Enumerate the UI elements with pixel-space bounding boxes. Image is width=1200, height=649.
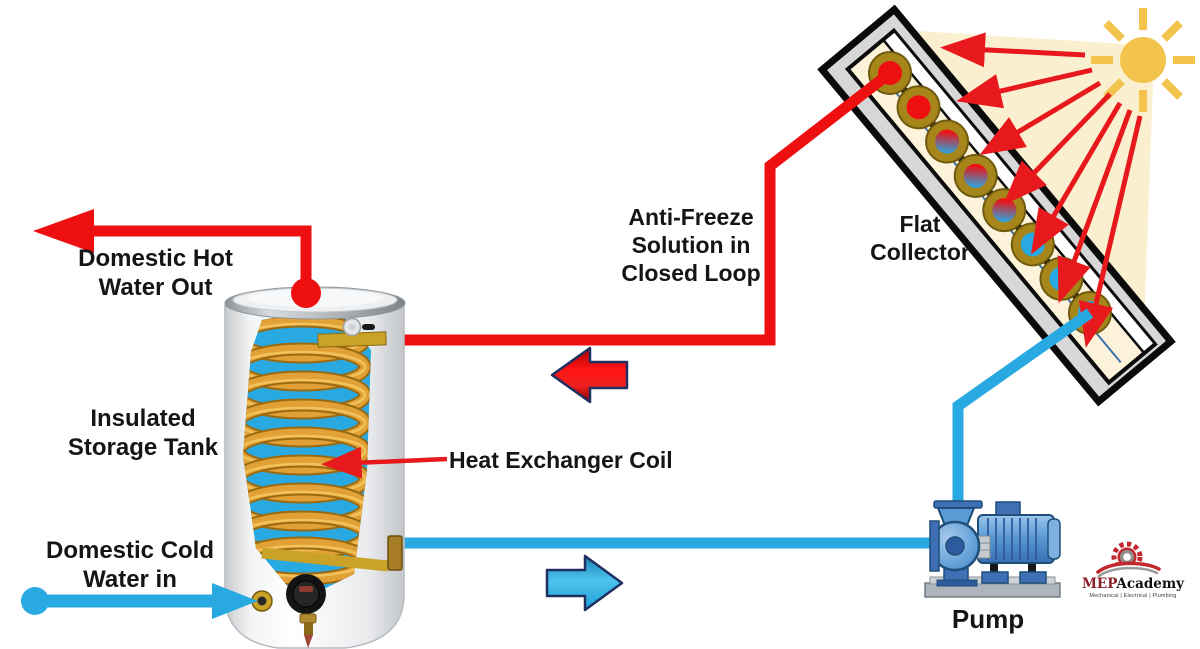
coil-bottom-connection [261,547,389,572]
hot-out-tank-connection [291,278,321,308]
logo-swoosh [1096,561,1161,574]
label-anti-freeze-loop: Anti-Freeze Solution in Closed Loop [621,204,761,287]
label-heat-exchanger-coil: Heat Exchanger Coil [449,447,673,473]
label-domestic-cold-water-in: Domestic Cold Water in [45,537,215,594]
tank-drain-valve [299,613,317,624]
sun-rays-arrows [940,32,1143,348]
closed-loop-hot-pipe [384,68,894,346]
hot-water-out-pipe [33,209,321,308]
storage-tank [224,286,406,649]
label-domestic-hot-water-out: Domestic Hot Water Out [78,245,233,302]
pump-inlet-flange [933,500,983,509]
hot-out-arrowhead [33,209,94,253]
logo-gear-icon [1111,541,1143,573]
logo-tagline: Mechanical | Electrical | Plumbing [1089,593,1176,599]
cold-flow-direction-arrow [545,554,624,612]
mep-academy-logo: MEPAcademy Mechanical | Electrical | Plu… [1082,541,1185,599]
pump-outlet-flange [929,520,940,572]
label-insulated-storage-tank: Insulated Storage Tank [67,405,219,462]
label-flat-collector: Flat Collector [870,211,970,266]
heat-exchanger-annotation-arrow [321,446,448,479]
cold-water-in-pipe [21,583,258,619]
tank-side-fitting [387,535,403,571]
collector-to-pump-pipe [952,308,1094,505]
cold-in-arrowhead [212,583,258,619]
pump [924,500,1061,598]
hot-flow-direction-arrow [550,346,629,404]
logo-brand-text: MEPAcademy [1082,576,1185,592]
label-pump: Pump [951,604,1025,634]
